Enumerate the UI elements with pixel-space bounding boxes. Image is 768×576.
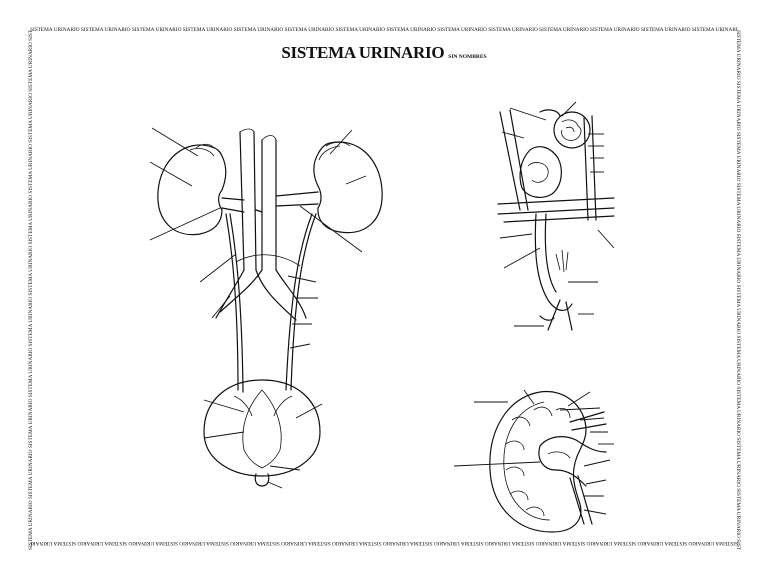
page-title: SISTEMA URINARIO: [281, 43, 445, 62]
convoluted-tubule: [520, 147, 561, 198]
renal-pyramids: [506, 407, 570, 516]
urinary-system-leaders: [150, 128, 366, 488]
urinary-system-figure: [150, 128, 382, 488]
glomerulus: [554, 112, 590, 148]
page-subtitle: SIN NOMBRES: [448, 54, 487, 60]
nephron-figure: [498, 102, 614, 330]
ureter-section: [570, 476, 592, 524]
left-ureter: [226, 214, 238, 390]
urethra: [255, 474, 269, 486]
kidney-section-leaders: [454, 390, 614, 514]
vena-cava: [240, 132, 256, 270]
border-text-top: SISTEMA URINARIO SISTEMA URINARIO SISTEM…: [30, 27, 738, 33]
left-kidney: [158, 145, 226, 235]
kidney-section-figure: [454, 390, 614, 532]
nephron-leaders: [500, 102, 614, 326]
right-kidney: [314, 142, 382, 233]
bladder: [204, 380, 320, 476]
right-ureter: [286, 214, 312, 390]
aorta: [262, 140, 276, 270]
renal-pelvis: [539, 437, 606, 486]
